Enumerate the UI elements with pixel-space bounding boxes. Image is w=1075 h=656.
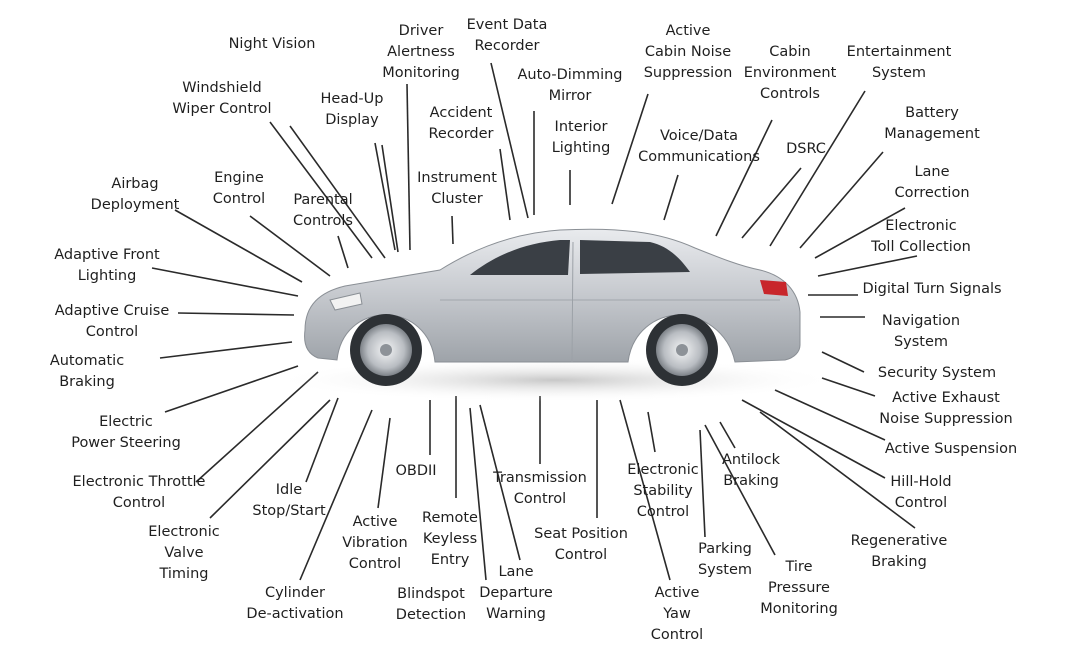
callout-line <box>164 365 299 413</box>
callout-line <box>337 235 349 269</box>
callout-line <box>663 174 679 221</box>
label-accident-recorder: Accident Recorder <box>428 105 494 142</box>
label-transmission-control: Transmission Control <box>493 470 587 507</box>
callout-line <box>611 93 649 205</box>
callout-line <box>451 215 454 245</box>
label-remote-keyless: Remote Keyless Entry <box>422 510 478 568</box>
label-adaptive-front-lighting: Adaptive Front Lighting <box>54 247 160 284</box>
label-engine-control: Engine Control <box>212 170 266 207</box>
car-windows <box>470 240 690 275</box>
label-entertainment: Entertainment System <box>846 44 952 81</box>
callout-line <box>817 255 918 277</box>
label-electronic-stability: Electronic Stability Control <box>627 462 699 520</box>
callout-line <box>741 399 886 479</box>
callout-line <box>799 151 884 249</box>
label-electronic-throttle: Electronic Throttle Control <box>72 474 206 511</box>
label-hill-hold: Hill-Hold Control <box>890 474 952 511</box>
label-lane-correction: Lane Correction <box>894 164 970 201</box>
label-driver-alertness: Driver Alertness Monitoring <box>382 23 460 81</box>
callout-line <box>759 411 916 529</box>
callout-line <box>814 207 906 259</box>
label-regenerative-braking: Regenerative Braking <box>850 533 948 570</box>
label-tire-pressure: Tire Pressure Monitoring <box>760 559 838 617</box>
label-automatic-braking: Automatic Braking <box>49 353 125 390</box>
callout-line <box>151 267 299 297</box>
label-idle-stop-start: Idle Stop/Start <box>252 482 326 519</box>
label-head-up-display: Head-Up Display <box>320 91 384 128</box>
callout-line <box>769 90 866 247</box>
label-antilock-braking: Antilock Braking <box>721 452 781 489</box>
callout-line <box>619 399 671 581</box>
label-cabin-environment: Cabin Environment Controls <box>743 44 837 102</box>
callout-line <box>499 148 511 221</box>
label-seat-position: Seat Position Control <box>534 526 628 563</box>
label-active-suspension: Active Suspension <box>884 441 1018 457</box>
front-hub <box>380 344 392 356</box>
label-electronic-valve-timing: Electronic Valve Timing <box>148 524 220 582</box>
label-night-vision: Night Vision <box>228 36 316 52</box>
label-dsrc: DSRC <box>786 141 826 157</box>
headlight <box>329 292 363 311</box>
callout-line <box>209 399 331 519</box>
callout-line <box>479 404 521 561</box>
callout-line <box>469 407 487 581</box>
label-auto-dimming-mirror: Auto-Dimming Mirror <box>517 67 623 104</box>
label-active-exhaust: Active Exhaust Noise Suppression <box>879 390 1013 427</box>
label-active-cabin-noise: Active Cabin Noise Suppression <box>643 23 733 81</box>
label-lane-departure: Lane Departure Warning <box>479 564 553 622</box>
callout-line <box>704 424 776 556</box>
label-security-system: Security System <box>877 365 997 381</box>
callout-line <box>647 411 656 453</box>
label-cylinder-deactivation: Cylinder De-activation <box>246 585 344 622</box>
label-navigation: Navigation System <box>881 313 961 350</box>
label-electronic-toll: Electronic Toll Collection <box>871 218 971 255</box>
callout-line <box>299 409 373 581</box>
callout-line <box>177 312 295 316</box>
callout-line <box>741 167 802 239</box>
label-voice-data: Voice/Data Communications <box>638 128 760 165</box>
callout-line <box>195 371 319 483</box>
callout-line <box>374 142 396 251</box>
label-electric-power-steering: Electric Power Steering <box>71 414 181 451</box>
callout-line <box>249 215 331 277</box>
label-active-yaw: Active Yaw Control <box>650 585 704 643</box>
callout-line <box>174 209 303 283</box>
callout-line <box>821 351 865 373</box>
label-blindspot-detection: Blindspot Detection <box>395 586 467 623</box>
label-interior-lighting: Interior Lighting <box>551 119 611 156</box>
label-instrument-cluster: Instrument Cluster <box>417 170 497 207</box>
label-digital-turn-signals: Digital Turn Signals <box>862 281 1002 297</box>
callout-line <box>719 421 736 449</box>
callout-line <box>159 341 293 359</box>
callout-line <box>715 119 773 237</box>
label-battery-management: Battery Management <box>884 105 980 142</box>
rear-hub <box>676 344 688 356</box>
callout-line <box>305 397 339 483</box>
label-parking-system: Parking System <box>697 541 753 578</box>
label-adaptive-cruise: Adaptive Cruise Control <box>54 303 170 340</box>
callout-line <box>490 62 529 219</box>
callout-line <box>289 125 386 259</box>
callout-line <box>377 417 391 509</box>
door-seam <box>571 241 574 363</box>
label-active-vibration: Active Vibration Control <box>342 514 408 572</box>
label-airbag-deployment: Airbag Deployment <box>90 176 180 213</box>
callout-line <box>774 389 886 441</box>
label-event-data-recorder: Event Data Recorder <box>466 17 548 54</box>
label-obdii: OBDII <box>395 463 437 479</box>
tail-light <box>760 280 788 296</box>
label-windshield-wiper: Windshield Wiper Control <box>172 80 272 117</box>
callout-line <box>381 144 399 253</box>
label-parental-controls: Parental Controls <box>293 192 353 229</box>
callout-line <box>699 429 706 538</box>
callout-line <box>269 121 373 259</box>
callout-line <box>406 83 411 251</box>
